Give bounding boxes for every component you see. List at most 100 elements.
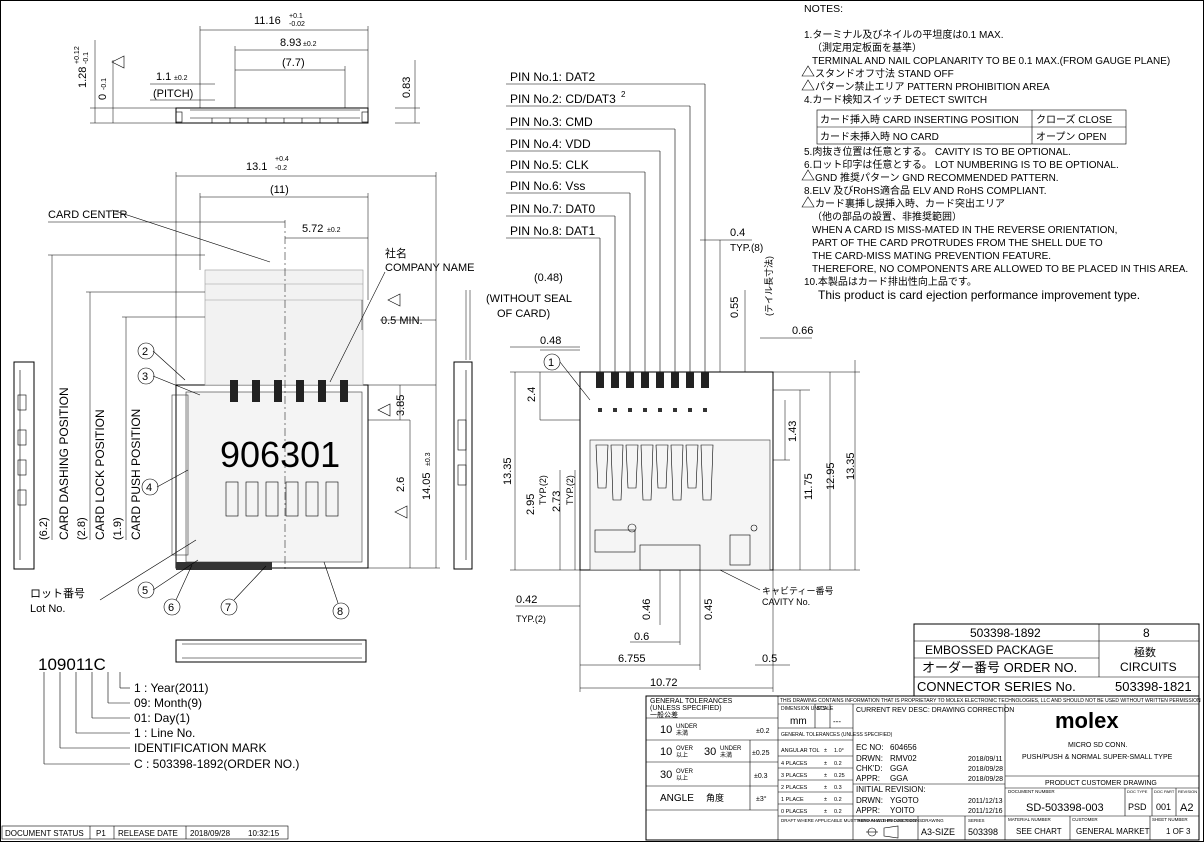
dim-2-8: (2.8): [76, 517, 88, 540]
doc-type-label: DOC TYPE: [1127, 789, 1148, 794]
note-9-jp: （他の部品の設置、非推奨範囲）: [812, 210, 962, 223]
places-4-label: 4 PLACES: [781, 761, 808, 767]
card-push-label: CARD PUSH POSITION: [129, 409, 143, 540]
dim-6-2: (6.2): [38, 517, 50, 540]
sheet-value: 1 OF 3: [1166, 827, 1191, 836]
dim-0-group: 0 -0.1: [97, 78, 109, 100]
balloon-5: 5: [142, 585, 148, 597]
right-side-view: [453, 290, 473, 570]
dim-0-46: 0.46: [641, 599, 653, 620]
note-9-en-2: PART OF THE CARD PROTRUDES FROM THE SHEL…: [812, 238, 1103, 249]
dim-6-755: 6.755: [618, 653, 646, 665]
drawing-label: DRAWING: [922, 818, 944, 823]
note-9-en-1: WHEN A CARD IS MISS-MATED IN THE REVERSE…: [812, 225, 1117, 236]
tol-row-1-val: 10: [660, 724, 672, 736]
tol-row-3-jp: 以上: [676, 774, 688, 782]
balloon-6: 6: [168, 602, 174, 614]
initial-rev-label: INITIAL REVISION:: [856, 785, 926, 794]
customer-value: GENERAL MARKET: [1076, 827, 1150, 836]
dim-2-4: 2.4: [526, 387, 538, 402]
dim-1-43: 1.43: [787, 421, 799, 442]
tol-row-3-tol: ±0.3: [754, 773, 768, 780]
balloon-7: 7: [225, 602, 231, 614]
dim-0-42: 0.42: [516, 594, 537, 606]
circuits-count: 8: [1143, 626, 1150, 640]
pin-2-label: PIN No.2: CD/DAT3: [510, 92, 616, 106]
dim-10-72: 10.72: [650, 677, 678, 689]
tol-row-2-tol: ±0.25: [752, 750, 770, 757]
places-angular-pm: ±: [824, 748, 827, 754]
title-block-frame: [645, 695, 1200, 841]
ec-no-value: 604656: [890, 743, 917, 752]
dim-11-75: 11.75: [803, 473, 815, 500]
dim-11-16-tol-up: +0.1: [289, 13, 303, 20]
dim-3-85: 3.85: [395, 395, 407, 416]
tol-row-3-over: OVER: [676, 769, 694, 775]
release-date: 2018/09/28: [190, 829, 231, 838]
pitch-label: (PITCH): [153, 88, 193, 100]
proprietary-notice: THIS DRAWING CONTAINS INFORMATION THAT I…: [780, 698, 1201, 704]
pin-7-label: PIN No.7: DAT0: [510, 202, 595, 216]
balloon-3: 3: [142, 371, 148, 383]
dim-units-label: DIMENSION UNITS: [781, 706, 826, 712]
appr2-value: YOITO: [890, 806, 915, 815]
third-angle-symbol: [866, 825, 899, 839]
dim-0-tol: -0.1: [101, 78, 108, 90]
note-6: 6.ロット印字は任意とする。 LOT NUMBERING IS TO BE OP…: [804, 158, 1119, 171]
dim-0-6: 0.6: [634, 631, 649, 643]
drwn2-label: DRWN:: [856, 796, 883, 805]
places-3-val: 0.25: [834, 773, 845, 779]
appr-label: APPR:: [856, 774, 880, 783]
revision: A2: [1180, 802, 1193, 814]
note-1-en: TERMINAL AND NAIL COPLANARITY TO BE 0.1 …: [812, 56, 1170, 67]
places-4-pm: ±: [824, 761, 827, 767]
chkd-value: GGA: [890, 764, 908, 773]
dim-1-9: (1.9): [112, 517, 124, 540]
chkd-label: CHK'D:: [856, 764, 882, 773]
dim-12-95: 12.95: [825, 462, 837, 490]
balloon-2: 2: [142, 346, 148, 358]
gen-tol-label: GENERAL TOLERANCES: [650, 698, 733, 705]
lot-code-example: 109011C: [38, 655, 106, 674]
lot-code-tree: [43, 672, 130, 765]
places-angular-val: 1.0°: [834, 748, 844, 754]
circuits-jp: 極数: [1134, 645, 1156, 659]
tol-row-2-val: 10: [660, 746, 672, 758]
pin-3-label: PIN No.3: CMD: [510, 115, 593, 129]
dim-8-93: 8.93: [280, 37, 301, 49]
molex-logo: molex: [1055, 708, 1119, 733]
scale-label: SCALE: [817, 706, 834, 712]
drawing-size: A3-SIZE: [921, 827, 955, 837]
places-2-pm: ±: [824, 785, 827, 791]
pin-5-label: PIN No.5: CLK: [510, 158, 589, 172]
customer-label: CUSTOMER: [1072, 817, 1098, 822]
note-1: 1.ターミナル及びネイルの平坦度は0.1 MAX.: [804, 28, 1003, 41]
note-3: パターン禁止エリア PATTERN PROHIBITION AREA: [815, 81, 1050, 93]
dim-1-28: 1.28: [77, 67, 89, 88]
units-value: mm: [790, 716, 807, 727]
cavity-label-jp: キャビティー番号: [762, 585, 833, 596]
series-value: 503398: [968, 827, 998, 837]
places-4-val: 0.2: [834, 761, 842, 767]
cavity-label-en: CAVITY No.: [762, 597, 810, 607]
note-10-en: This product is card ejection performanc…: [818, 288, 1140, 302]
appr-value: GGA: [890, 774, 908, 783]
pin-6-label: PIN No.6: Vss: [510, 179, 585, 193]
doc-status-label: DOCUMENT STATUS: [5, 829, 84, 838]
dim-2-73: 2.73: [551, 491, 563, 512]
doc-part-label: DOC PART: [1154, 789, 1175, 794]
gen-tol-label-2: GENERAL TOLERANCES (UNLESS SPECIFIED): [781, 732, 893, 738]
note-9-en-4: THEREFORE, NO COMPONENTS ARE ALLOWED TO …: [812, 264, 1188, 275]
tol-row-1-under: UNDER: [676, 724, 698, 730]
scale-value: ---: [833, 717, 841, 726]
pin-4-label: PIN No.4: VDD: [510, 137, 591, 151]
doc-number: SD-503398-003: [1026, 802, 1104, 814]
dim-7-7: (7.7): [282, 57, 305, 69]
company-name-en: COMPANY NAME: [385, 262, 474, 274]
dim-13-1-tol-dn: -0.2: [275, 165, 287, 172]
dim-0-48: 0.48: [540, 335, 561, 347]
balloon-4: 4: [146, 482, 152, 494]
note-8: 8.ELV 及びRoHS適合品 ELV AND RoHS COMPLIANT.: [804, 184, 1046, 197]
card-lock-label: CARD LOCK POSITION: [93, 409, 107, 540]
dim-1-28-group: 1.28 +0.12 -0.1: [74, 46, 90, 88]
